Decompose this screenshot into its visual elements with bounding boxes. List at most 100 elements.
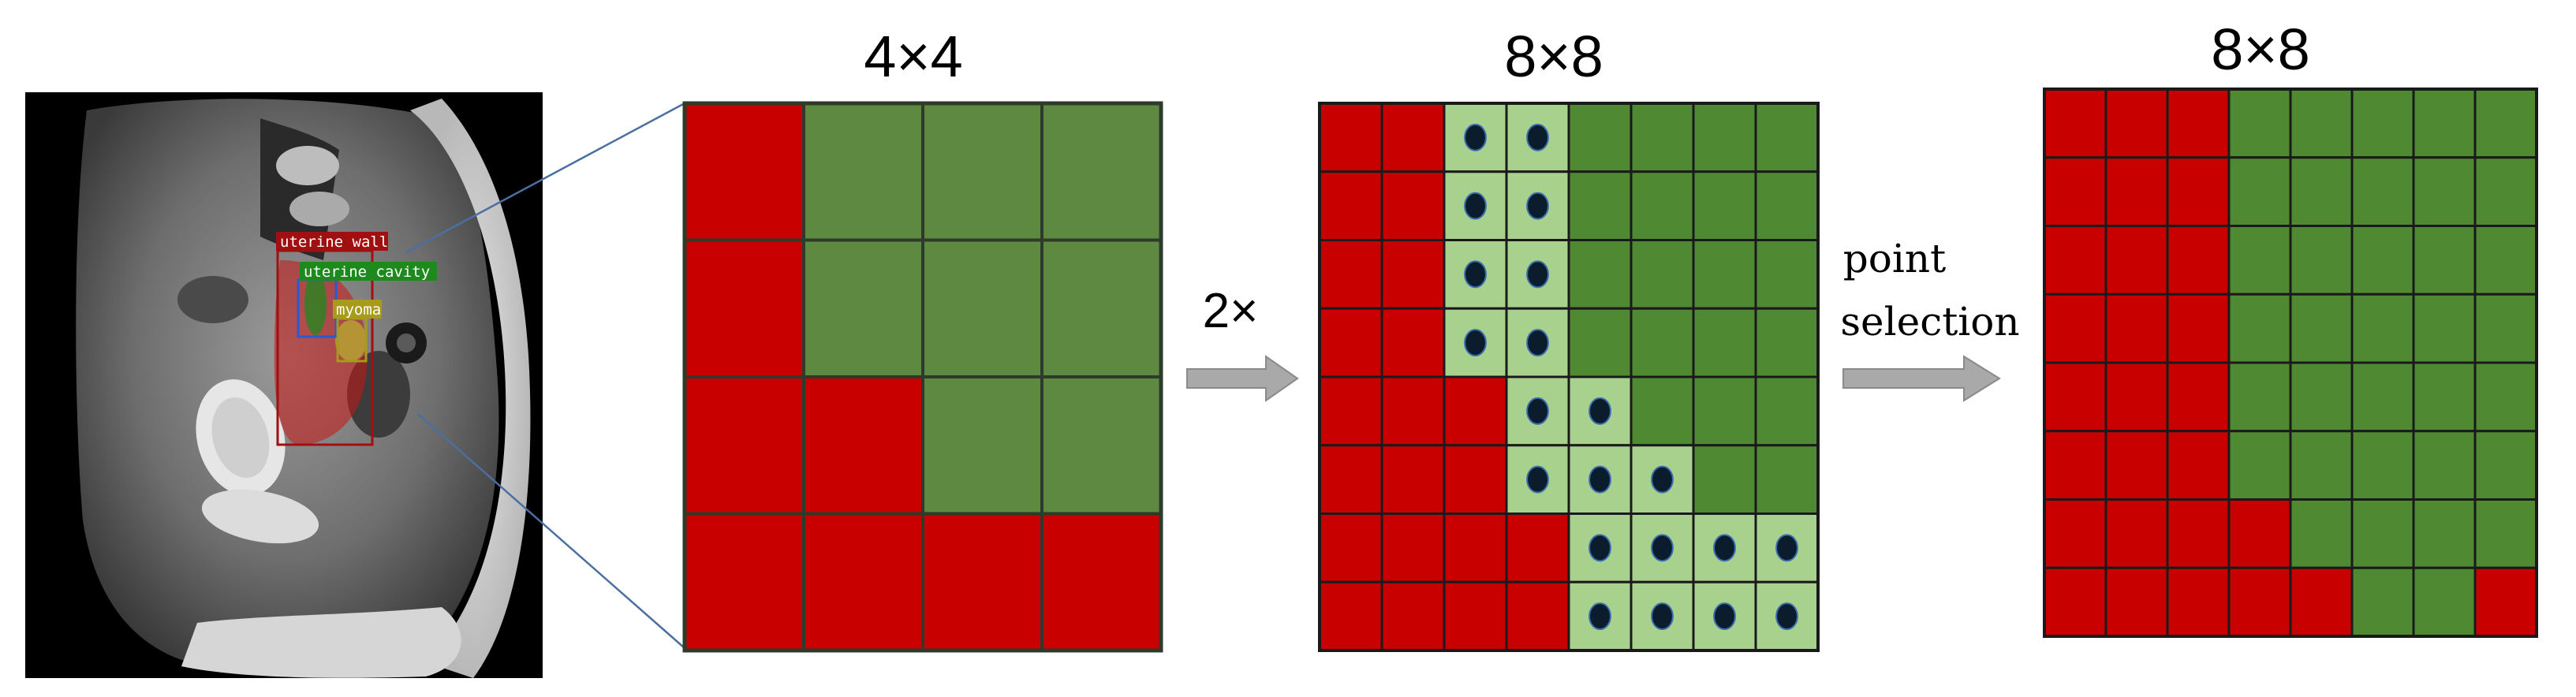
grid-cell [1040, 375, 1163, 516]
selected-point-dot [1464, 123, 1487, 151]
label-myoma-text: myoma [336, 301, 381, 319]
grid-cell [2104, 293, 2169, 364]
grid-cell [2473, 293, 2538, 364]
grid-cell [2289, 293, 2354, 364]
grid-cell [802, 375, 924, 516]
grid-cell [921, 102, 1043, 242]
grid-cell [2227, 225, 2292, 296]
grid-cell [1630, 102, 1695, 173]
selected-point-dot [1589, 602, 1611, 631]
grid-cell [2350, 293, 2415, 364]
grid-cell [2227, 293, 2292, 364]
grid-cell [1692, 444, 1757, 515]
grid-cell [1318, 580, 1383, 652]
point-selection-arrow [1842, 355, 2001, 402]
selected-point-dot [1651, 465, 1674, 494]
selected-point-dot [1713, 534, 1736, 562]
grid-cell [1380, 102, 1446, 173]
grid-cell [2289, 361, 2354, 433]
label-myoma: myoma [333, 300, 382, 319]
grid-cell [2166, 361, 2231, 433]
grid-cell [2104, 430, 2169, 501]
selected-point-dot [1464, 260, 1487, 289]
grid-cell [1505, 580, 1570, 652]
grid-frame [2043, 88, 2538, 638]
grid-cell [2350, 498, 2415, 569]
grid-cell [1754, 307, 1820, 378]
grid-cell [2412, 88, 2477, 159]
grid-cell [2412, 498, 2477, 569]
grid-cell [2350, 156, 2415, 227]
grid-cell [1443, 444, 1508, 515]
selected-point-dot [1526, 465, 1549, 494]
grid-cell [1630, 170, 1695, 241]
grid-cell [2166, 88, 2231, 159]
grid-cell [1754, 239, 1820, 310]
grid-cell [1567, 102, 1633, 173]
grid-cell [2412, 156, 2477, 227]
grid-cell [1692, 239, 1757, 310]
selected-point-dot [1651, 534, 1674, 562]
grid-cell [2227, 566, 2292, 638]
grid-cell [1380, 375, 1446, 447]
selected-point-dot [1526, 123, 1549, 151]
selected-point-dot [1526, 397, 1549, 425]
selected-point-dot [1713, 602, 1736, 631]
grid-cell [921, 512, 1043, 652]
grid-cell [1754, 170, 1820, 241]
grid-cell [2289, 88, 2354, 159]
grid-cell [1567, 239, 1633, 310]
grid-cell [1380, 512, 1446, 583]
grid-cell [921, 238, 1043, 378]
grid-cell [2350, 88, 2415, 159]
mri-image: uterine wall uterine cavity myoma [25, 92, 543, 678]
upsample-label: 2× [1203, 284, 1259, 338]
grid-cell [683, 102, 805, 242]
grid-cell [683, 375, 805, 516]
grid-cell [2043, 293, 2107, 364]
grid-cell [2104, 361, 2169, 433]
grid-cell [2289, 225, 2354, 296]
grid-cell [1754, 444, 1820, 515]
grid-cell [2289, 566, 2354, 638]
grid-cell [1630, 307, 1695, 378]
grid-cell [1692, 170, 1757, 241]
grid-cell [1318, 239, 1383, 310]
grid-cell [802, 238, 924, 378]
grid-cell [2043, 498, 2107, 569]
grid-cell [2166, 498, 2231, 569]
zoom-line-bottom [417, 413, 685, 649]
grid-cell [2350, 430, 2415, 501]
grid-cell [2350, 225, 2415, 296]
grid-cell [802, 102, 924, 242]
selected-point-dot [1464, 329, 1487, 357]
label-uterine-cavity: uterine cavity [300, 262, 437, 281]
grid-cell [1318, 444, 1383, 515]
selected-point-dot [1589, 465, 1611, 494]
grid-8x8-selected [2043, 88, 2538, 638]
upsample-arrow [1186, 355, 1299, 402]
grid-cell [2166, 430, 2231, 501]
grid-cell [1692, 375, 1757, 447]
grid-cell [1380, 170, 1446, 241]
grid-cell [1443, 375, 1508, 447]
grid-cell [2473, 498, 2538, 569]
grid-cell [1040, 512, 1163, 652]
grid-cell [2227, 156, 2292, 227]
grid-frame [1318, 102, 1820, 652]
grid-cell [683, 238, 805, 378]
grid-cell [2473, 430, 2538, 501]
selected-point-dot [1464, 192, 1487, 220]
grid-cell [1443, 580, 1508, 652]
grid-cell [2043, 361, 2107, 433]
grid-cell [1380, 239, 1446, 310]
grid-cell [2166, 156, 2231, 227]
point-selection-label-line2: selection [1840, 299, 2019, 345]
grid-cell [2412, 225, 2477, 296]
grid-cell [2227, 430, 2292, 501]
point-selection-label-line1: point [1843, 236, 1946, 281]
grid-cell [2104, 88, 2169, 159]
label-uterine-wall-text: uterine wall [280, 233, 388, 251]
grid-cell [2043, 225, 2107, 296]
